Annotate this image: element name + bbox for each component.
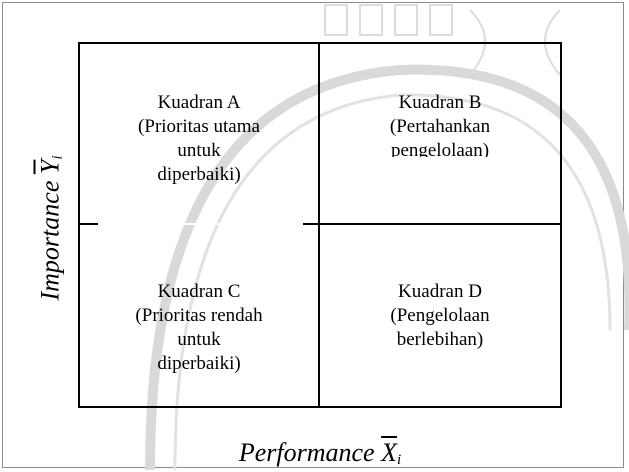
quadrant-b-text: Kuadran B (Pertahankan pengelolaan) bbox=[320, 91, 560, 157]
quadrant-a-text: Kuadran A (Prioritas utama untuk diperba… bbox=[80, 91, 318, 187]
quadrant-b: Kuadran B (Pertahankan pengelolaan) bbox=[320, 44, 560, 225]
quadrant-c-title: Kuadran C bbox=[157, 281, 241, 302]
y-axis-subscript: i bbox=[49, 155, 66, 160]
quadrant-d-text: Kuadran D (Pengelolaan berlebihan) bbox=[320, 280, 560, 352]
quadrant-c-text: Kuadran C (Prioritas rendah untuk diperb… bbox=[80, 280, 318, 376]
horizontal-divider bbox=[80, 223, 560, 225]
quadrant-b-desc-line-1: (Pertahankan bbox=[389, 116, 491, 137]
quadrant-b-desc-line-2: pengelolaan) bbox=[390, 140, 490, 157]
x-axis-subscript: i bbox=[396, 452, 402, 468]
quadrant-a-desc-line-1: (Prioritas utama bbox=[138, 116, 260, 137]
x-axis-title: Performance bbox=[238, 438, 375, 467]
quadrant-d-desc-line-1: (Pengelolaan bbox=[390, 305, 490, 326]
quadrant-a-title: Kuadran A bbox=[157, 92, 241, 113]
x-axis-symbol: X bbox=[381, 438, 397, 467]
quadrant-c-desc-line-2: untuk bbox=[177, 329, 221, 350]
x-axis-label: Performance Xi bbox=[239, 438, 401, 469]
quadrant-c-desc-line-3: diperbaiki) bbox=[157, 353, 241, 374]
quadrant-c-desc-line-1: (Prioritas rendah bbox=[135, 305, 263, 326]
quadrant-a-desc-line-3: diperbaiki) bbox=[157, 164, 241, 185]
quadrant-d-title: Kuadran D bbox=[398, 281, 482, 302]
quadrant-b-title: Kuadran B bbox=[398, 92, 482, 113]
quadrant-a-desc-line-2: untuk bbox=[177, 140, 221, 161]
quadrant-d: Kuadran D (Pengelolaan berlebihan) bbox=[320, 225, 560, 406]
quadrant-d-desc-line-2: berlebihan) bbox=[396, 329, 484, 350]
y-axis-symbol: Y bbox=[35, 159, 65, 175]
divider-gap bbox=[98, 223, 303, 225]
quadrant-c: Kuadran C (Prioritas rendah untuk diperb… bbox=[80, 225, 320, 406]
quadrant-a: Kuadran A (Prioritas utama untuk diperba… bbox=[80, 44, 320, 225]
quadrant-matrix: Kuadran A (Prioritas utama untuk diperba… bbox=[78, 42, 562, 408]
y-axis-label: Importance Yi bbox=[36, 156, 67, 301]
y-axis-title: Importance bbox=[35, 180, 65, 301]
